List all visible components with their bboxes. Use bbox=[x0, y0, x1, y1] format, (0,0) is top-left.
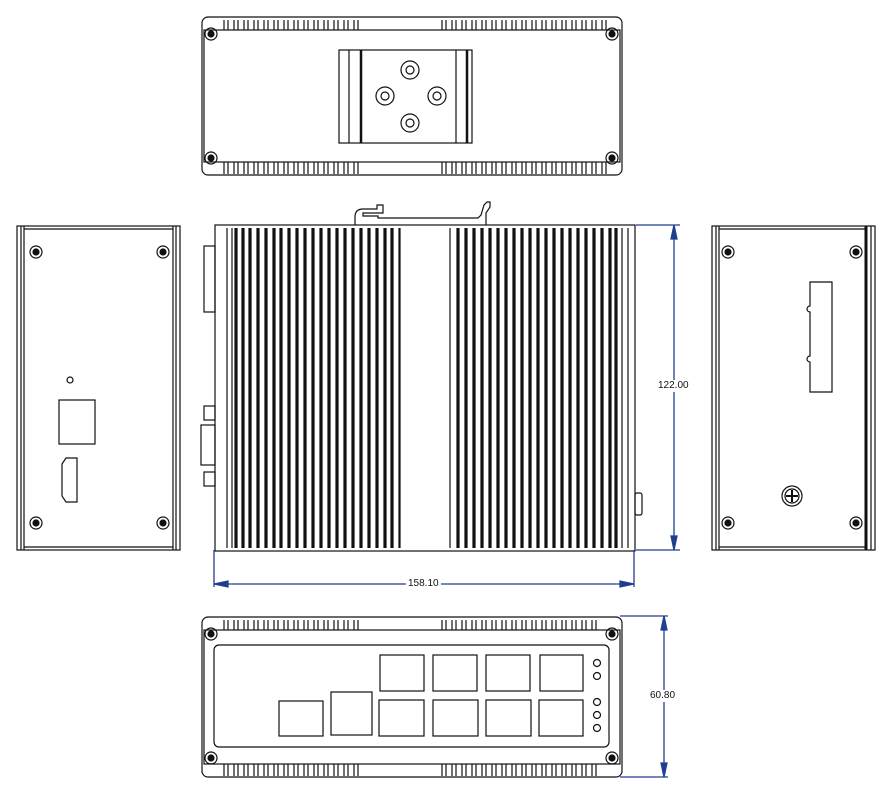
led-icon bbox=[592, 723, 602, 733]
screw-icon bbox=[605, 27, 619, 41]
hdmi-port-icon bbox=[61, 457, 78, 503]
ground-screw-icon bbox=[781, 485, 803, 507]
rj45-port-icon bbox=[378, 699, 425, 737]
rj45-port-icon bbox=[538, 699, 584, 737]
rj45-port-icon bbox=[379, 654, 425, 692]
screw-icon bbox=[204, 151, 218, 165]
rj45-port-icon bbox=[58, 399, 96, 445]
height-dimension-label: 122.00 bbox=[656, 380, 691, 392]
terminal-block-icon bbox=[806, 281, 833, 393]
rj45-port-icon bbox=[432, 699, 479, 737]
right-side-view bbox=[711, 225, 876, 551]
led-icon bbox=[592, 697, 602, 707]
led-icon bbox=[592, 671, 602, 681]
rj45-port-icon bbox=[539, 654, 584, 692]
rj45-port-icon bbox=[432, 654, 478, 692]
screw-icon bbox=[605, 151, 619, 165]
bottom-view bbox=[201, 616, 623, 778]
left-side-view bbox=[16, 225, 181, 551]
led-icon bbox=[66, 376, 74, 384]
rj45-port-icon bbox=[485, 654, 531, 692]
depth-dimension-label: 60.80 bbox=[648, 690, 678, 702]
width-dimension-label: 158.10 bbox=[406, 578, 441, 590]
top-view bbox=[201, 16, 623, 176]
rj45-port-icon bbox=[278, 700, 324, 737]
led-icon bbox=[592, 710, 602, 720]
rj45-port-icon bbox=[330, 691, 373, 736]
led-icon bbox=[592, 658, 602, 668]
front-view bbox=[200, 201, 643, 552]
screw-icon bbox=[204, 27, 218, 41]
rj45-port-icon bbox=[485, 699, 532, 737]
